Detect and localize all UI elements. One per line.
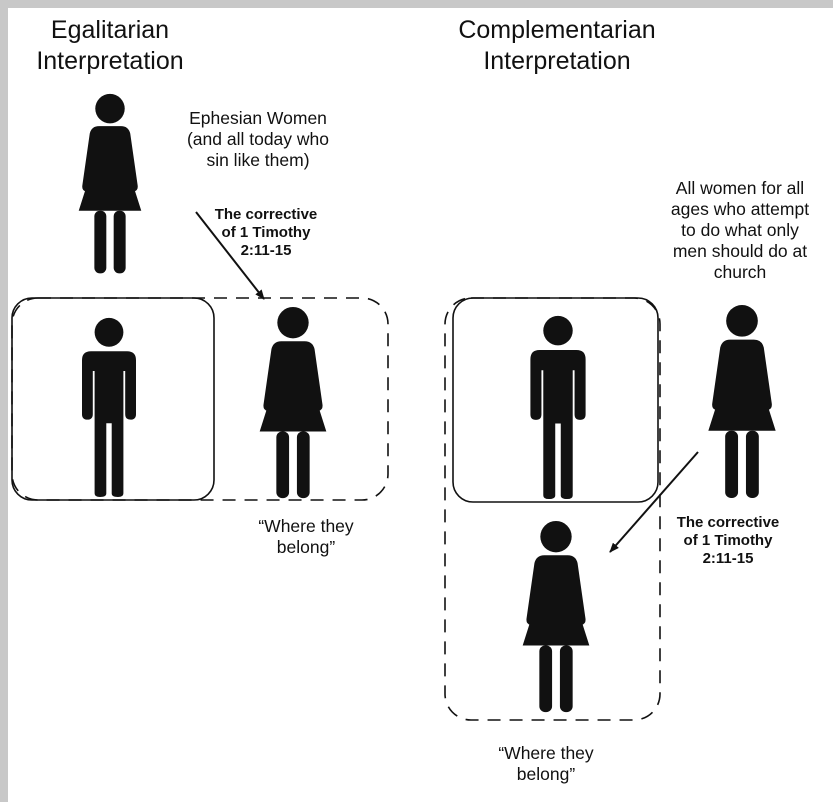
complementarian-section: [444, 297, 776, 721]
egalitarian-heading: Egalitarian Interpretation: [36, 16, 184, 75]
woman-icon: [78, 93, 142, 274]
woman-icon: [522, 520, 590, 713]
egalitarian-woman-label: Ephesian Women (and all today who sin li…: [186, 108, 330, 170]
arrow-icon: [195, 211, 265, 300]
egalitarian-man-box: [11, 297, 215, 501]
complementarian-dashed-region: [444, 297, 661, 721]
complementarian-belong-label: “Where they belong”: [498, 743, 594, 784]
egalitarian-section: [11, 93, 389, 501]
egalitarian-corrective-label: The corrective of 1 Timothy 2:11-15: [214, 206, 318, 259]
man-icon: [530, 315, 586, 499]
diagram-canvas: [8, 8, 833, 802]
man-icon: [82, 317, 136, 497]
arrow-icon: [609, 451, 699, 553]
egalitarian-dashed-region: [11, 297, 389, 501]
egalitarian-belong-label: “Where they belong”: [258, 516, 354, 557]
woman-icon: [708, 304, 776, 499]
complementarian-corrective-label: The corrective of 1 Timothy 2:11-15: [676, 514, 780, 567]
complementarian-man-box: [452, 297, 659, 503]
complementarian-heading: Complementarian Interpretation: [458, 16, 656, 75]
complementarian-woman-label: All women for all ages who attempt to do…: [670, 178, 810, 282]
woman-icon: [259, 306, 327, 499]
